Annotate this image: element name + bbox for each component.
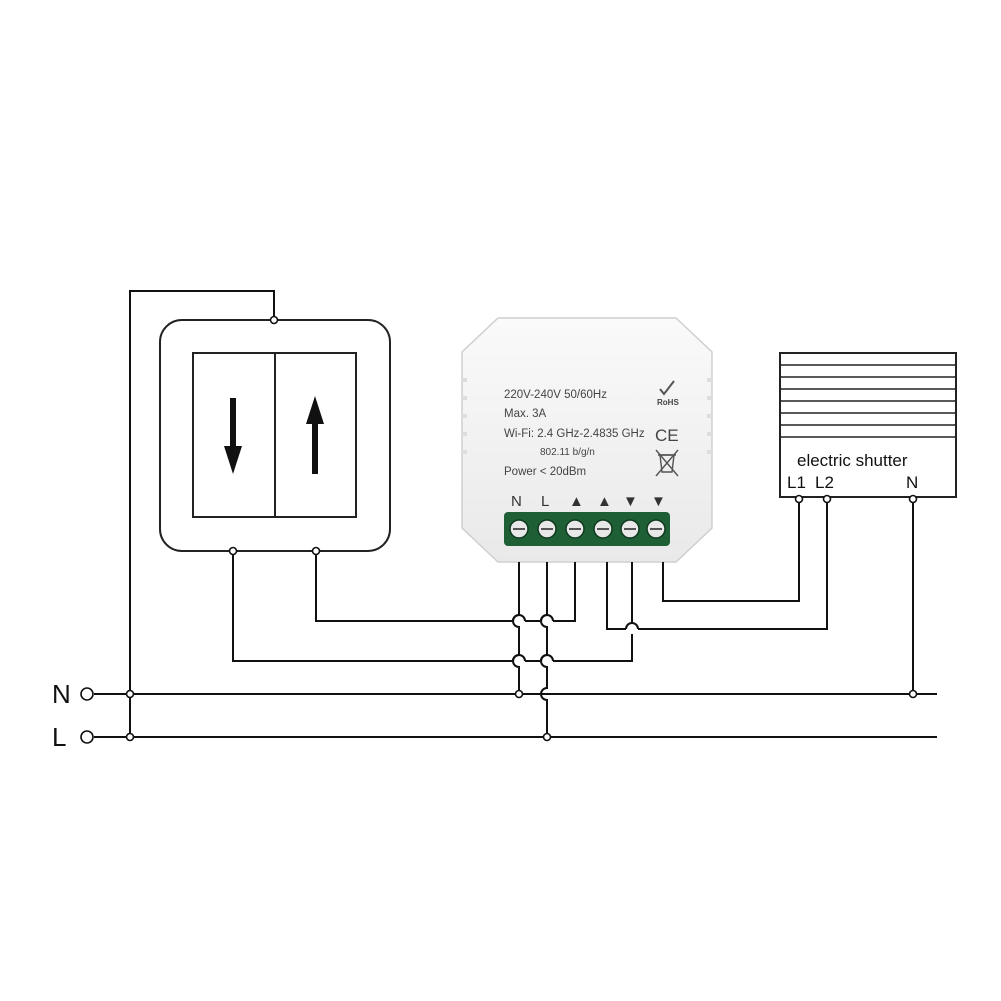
junction-switch-left bbox=[228, 546, 238, 556]
wiring bbox=[129, 290, 914, 737]
live-terminal-circle bbox=[80, 730, 94, 744]
junction-n-module bbox=[514, 689, 524, 699]
hop-up-l bbox=[540, 614, 554, 622]
shutter-terminal-l1: L1 bbox=[787, 473, 806, 492]
junction-dots bbox=[125, 315, 918, 742]
module-side-notches bbox=[462, 378, 712, 454]
spec-current: Max. 3A bbox=[504, 408, 547, 420]
shutter-terminal-n: N bbox=[906, 473, 918, 492]
terminal-label-down-1: ▼ bbox=[623, 493, 638, 510]
junction-n-shutter bbox=[908, 689, 918, 699]
wire-switch-up bbox=[315, 551, 576, 622]
module-terminal-labels: N L ▲ ▲ ▼ ▼ bbox=[511, 493, 666, 510]
wire-hop-arc bbox=[625, 622, 639, 630]
junction-shutter-l2 bbox=[822, 494, 832, 504]
hop-down-l bbox=[540, 654, 554, 662]
live-label: L bbox=[52, 722, 66, 752]
junction-l-module bbox=[542, 732, 552, 742]
terminal-block bbox=[504, 512, 670, 546]
wire-down-to-shutter-l1 bbox=[662, 499, 800, 602]
weee-bin-icon bbox=[655, 449, 679, 477]
wire-module-l bbox=[540, 562, 548, 737]
junction-switch-top bbox=[269, 315, 279, 325]
rohs-label: RoHS bbox=[657, 398, 679, 407]
neutral-terminal-circle bbox=[80, 687, 94, 701]
hop-down-n bbox=[512, 654, 526, 662]
smart-shutter-module: 220V-240V 50/60Hz Max. 3A Wi-Fi: 2.4 GHz… bbox=[461, 317, 713, 563]
hop-up-n bbox=[512, 614, 526, 622]
wire-up-to-shutter-l2 bbox=[606, 499, 828, 630]
arrow-up-icon bbox=[306, 396, 324, 474]
module-body bbox=[461, 317, 713, 563]
shutter-title: electric shutter bbox=[797, 451, 908, 470]
electric-shutter: electric shutter L1 L2 N bbox=[779, 352, 957, 498]
mains-lines: N L bbox=[52, 679, 937, 752]
wire-n-to-switch-top bbox=[129, 290, 275, 694]
wire-switch-down bbox=[232, 551, 633, 662]
spec-wifi: Wi-Fi: 2.4 GHz-2.4835 GHz bbox=[504, 428, 645, 440]
junction-l-left bbox=[125, 732, 135, 742]
spec-power: Power < 20dBm bbox=[504, 466, 586, 478]
terminal-label-down-2: ▼ bbox=[651, 493, 666, 510]
ce-mark-icon: CE bbox=[655, 426, 679, 445]
shutter-slats bbox=[780, 364, 956, 438]
terminal-label-n: N bbox=[511, 493, 522, 510]
junction-n-left bbox=[125, 689, 135, 699]
terminal-label-l: L bbox=[541, 493, 549, 510]
wire-module-n bbox=[512, 562, 520, 694]
terminal-label-up-2: ▲ bbox=[597, 493, 612, 510]
arrow-down-icon bbox=[224, 398, 242, 474]
junction-switch-right bbox=[311, 546, 321, 556]
spec-standard: 802.11 b/g/n bbox=[540, 447, 595, 458]
neutral-label: N bbox=[52, 679, 71, 709]
junction-shutter-n bbox=[908, 494, 918, 504]
shutter-terminal-l2: L2 bbox=[815, 473, 834, 492]
rohs-icon: RoHS bbox=[657, 380, 679, 407]
terminal-label-up-1: ▲ bbox=[569, 493, 584, 510]
junction-shutter-l1 bbox=[794, 494, 804, 504]
spec-voltage: 220V-240V 50/60Hz bbox=[504, 389, 607, 401]
wall-switch bbox=[159, 319, 391, 552]
